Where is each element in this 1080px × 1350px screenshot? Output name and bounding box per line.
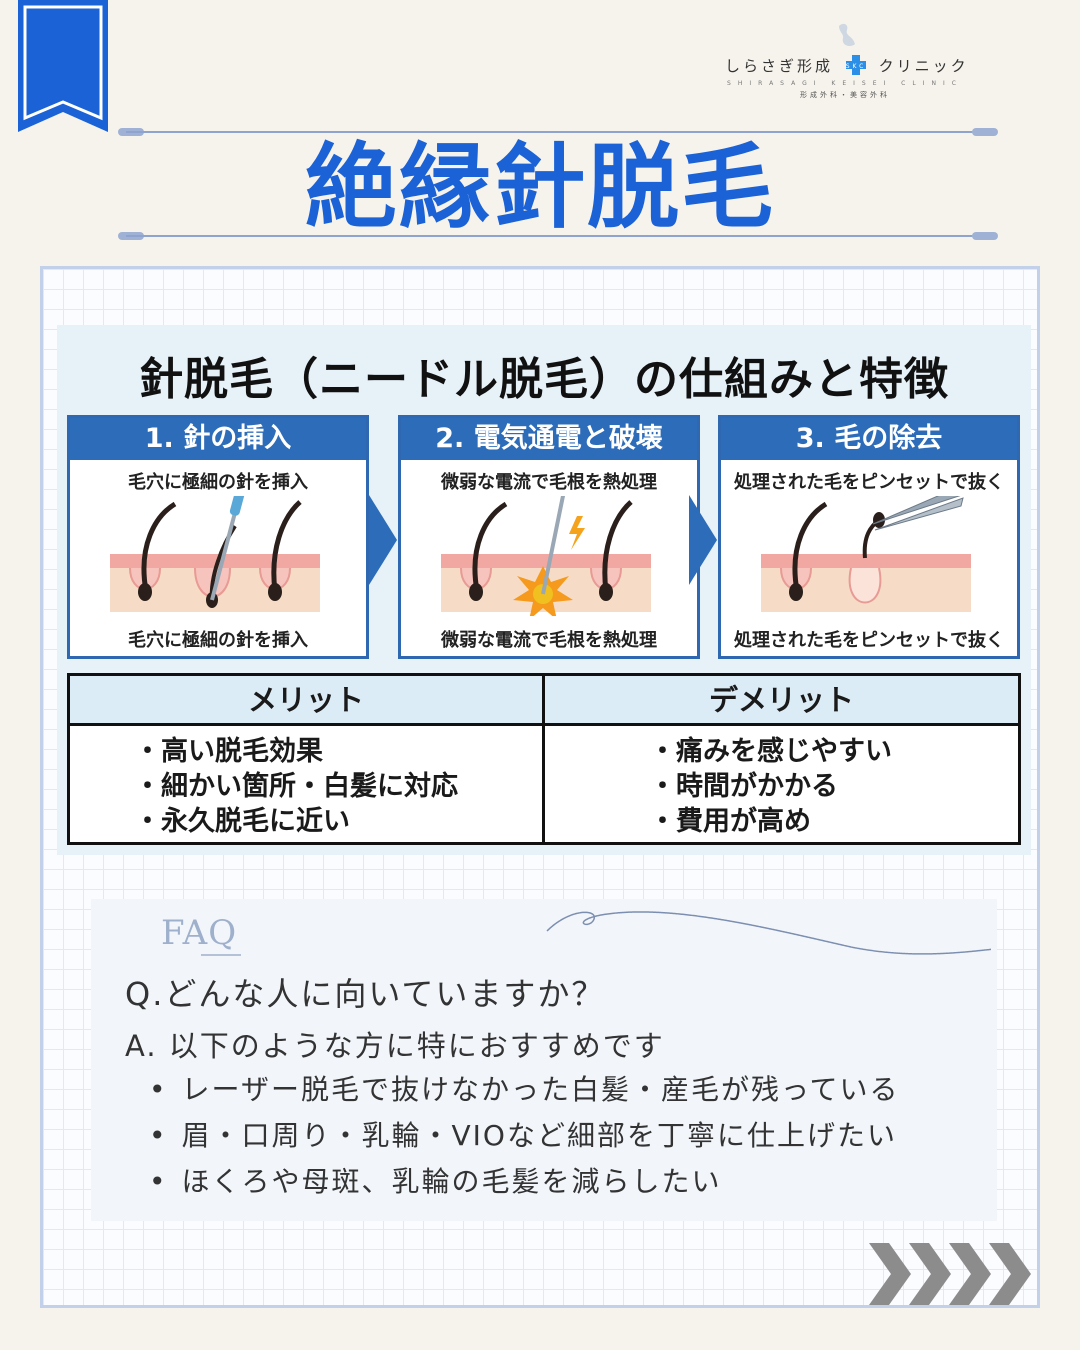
demerit-column: デメリット ・痛みを感じやすい ・時間がかかる ・費用が高め bbox=[545, 676, 1018, 842]
logo-departments: 形成外科・美容外科 bbox=[800, 91, 890, 99]
step-caption-bottom: 処理された毛をピンセットで抜く bbox=[734, 630, 1004, 651]
merit-list: ・高い脱毛効果 ・細かい箇所・白髪に対応 ・永久脱毛に近い bbox=[70, 726, 542, 839]
step-heading: 3. 毛の除去 bbox=[721, 418, 1017, 460]
chevrons-right-icon[interactable] bbox=[869, 1243, 1039, 1305]
list-item: ほくろや母斑、乳輪の毛髪を減らしたい bbox=[149, 1159, 900, 1205]
bookmark-ribbon-icon bbox=[18, 0, 108, 132]
list-item: ・永久脱毛に近い bbox=[134, 806, 350, 837]
list-item: ・痛みを感じやすい bbox=[649, 736, 892, 767]
infographic-title: 針脱毛（ニードル脱毛）の仕組みと特徴 bbox=[139, 354, 949, 405]
step-heading: 2. 電気通電と破壊 bbox=[401, 418, 697, 460]
demerit-heading: デメリット bbox=[545, 676, 1018, 726]
list-item: ・費用が高め bbox=[649, 806, 811, 837]
step-arrow-icon bbox=[689, 495, 717, 585]
demerit-list: ・痛みを感じやすい ・時間がかかる ・費用が高め bbox=[545, 726, 1018, 839]
step-heading: 1. 針の挿入 bbox=[70, 418, 366, 460]
step-hair-removal: 3. 毛の除去 処理された毛をピンセットで抜く 処理された毛をピンセットで抜く bbox=[718, 415, 1020, 659]
logo-text-main: しらさぎ形成 bbox=[725, 57, 834, 75]
title-bottom-line bbox=[118, 232, 998, 240]
step-caption-bottom: 微弱な電流で毛根を熱処理 bbox=[441, 630, 657, 651]
list-item: レーザー脱毛で抜けなかった白髪・産毛が残っている bbox=[149, 1067, 900, 1113]
step-electric-current: 2. 電気通電と破壊 微弱な電流で毛根を熱処理 微弱な電流で毛根を熱処理 bbox=[398, 415, 700, 659]
step-caption-top: 毛穴に極細の針を挿入 bbox=[128, 472, 308, 493]
step-insert-needle: 1. 針の挿入 毛穴に極細の針を挿入 毛穴に極細の針を挿入 bbox=[67, 415, 369, 659]
list-item: ・細かい箇所・白髪に対応 bbox=[134, 771, 458, 802]
step-caption-top: 微弱な電流で毛根を熱処理 bbox=[441, 472, 657, 493]
skin-needle-illustration-icon bbox=[110, 496, 320, 612]
list-item: ・高い脱毛効果 bbox=[134, 736, 323, 767]
skin-tweezers-illustration-icon bbox=[761, 496, 971, 612]
faq-section: FAQ Q.どんな人に向いていますか？ A. 以下のような方に特におすすめです … bbox=[91, 899, 997, 1221]
step-caption-bottom: 毛穴に極細の針を挿入 bbox=[128, 630, 308, 651]
merit-heading: メリット bbox=[70, 676, 542, 726]
medical-cross-icon: SKC bbox=[845, 55, 866, 75]
skin-current-illustration-icon bbox=[441, 496, 651, 616]
heron-logo-icon bbox=[839, 23, 855, 46]
merit-column: メリット ・高い脱毛効果 ・細かい箇所・白髪に対応 ・永久脱毛に近い bbox=[70, 676, 545, 842]
content-panel: 針脱毛（ニードル脱毛）の仕組みと特徴 1. 針の挿入 毛穴に極細の針を挿入 毛穴 bbox=[40, 266, 1040, 1308]
faq-answer: A. 以下のような方に特におすすめです bbox=[125, 1029, 665, 1063]
logo-text-main2: クリニック bbox=[878, 57, 969, 75]
decorative-swirl-icon bbox=[201, 911, 991, 956]
faq-question: Q.どんな人に向いていますか？ bbox=[125, 975, 606, 1013]
title-top-line bbox=[118, 128, 998, 136]
logo-mark-text: SKC bbox=[845, 63, 866, 70]
list-item: ・時間がかかる bbox=[649, 771, 838, 802]
logo-romaji: SHIRASAGI KEISEI CLINIC bbox=[727, 80, 963, 87]
faq-answer-list: レーザー脱毛で抜けなかった白髪・産毛が残っている 眉・口周り・乳輪・VIOなど細… bbox=[149, 1067, 900, 1205]
clinic-logo: しらさぎ形成 SKC クリニック SHIRASAGI KEISEI CLINIC… bbox=[725, 22, 966, 112]
step-caption-top: 処理された毛をピンセットで抜く bbox=[734, 472, 1004, 493]
mechanism-infographic: 針脱毛（ニードル脱毛）の仕組みと特徴 1. 針の挿入 毛穴に極細の針を挿入 毛穴 bbox=[57, 325, 1031, 855]
page-title: 絶縁針脱毛 bbox=[304, 134, 775, 241]
merit-demerit-table: メリット ・高い脱毛効果 ・細かい箇所・白髪に対応 ・永久脱毛に近い デメリット… bbox=[67, 673, 1021, 845]
list-item: 眉・口周り・乳輪・VIOなど細部を丁寧に仕上げたい bbox=[149, 1113, 900, 1159]
faq-label: FAQ bbox=[161, 913, 238, 953]
step-arrow-icon bbox=[369, 495, 397, 585]
